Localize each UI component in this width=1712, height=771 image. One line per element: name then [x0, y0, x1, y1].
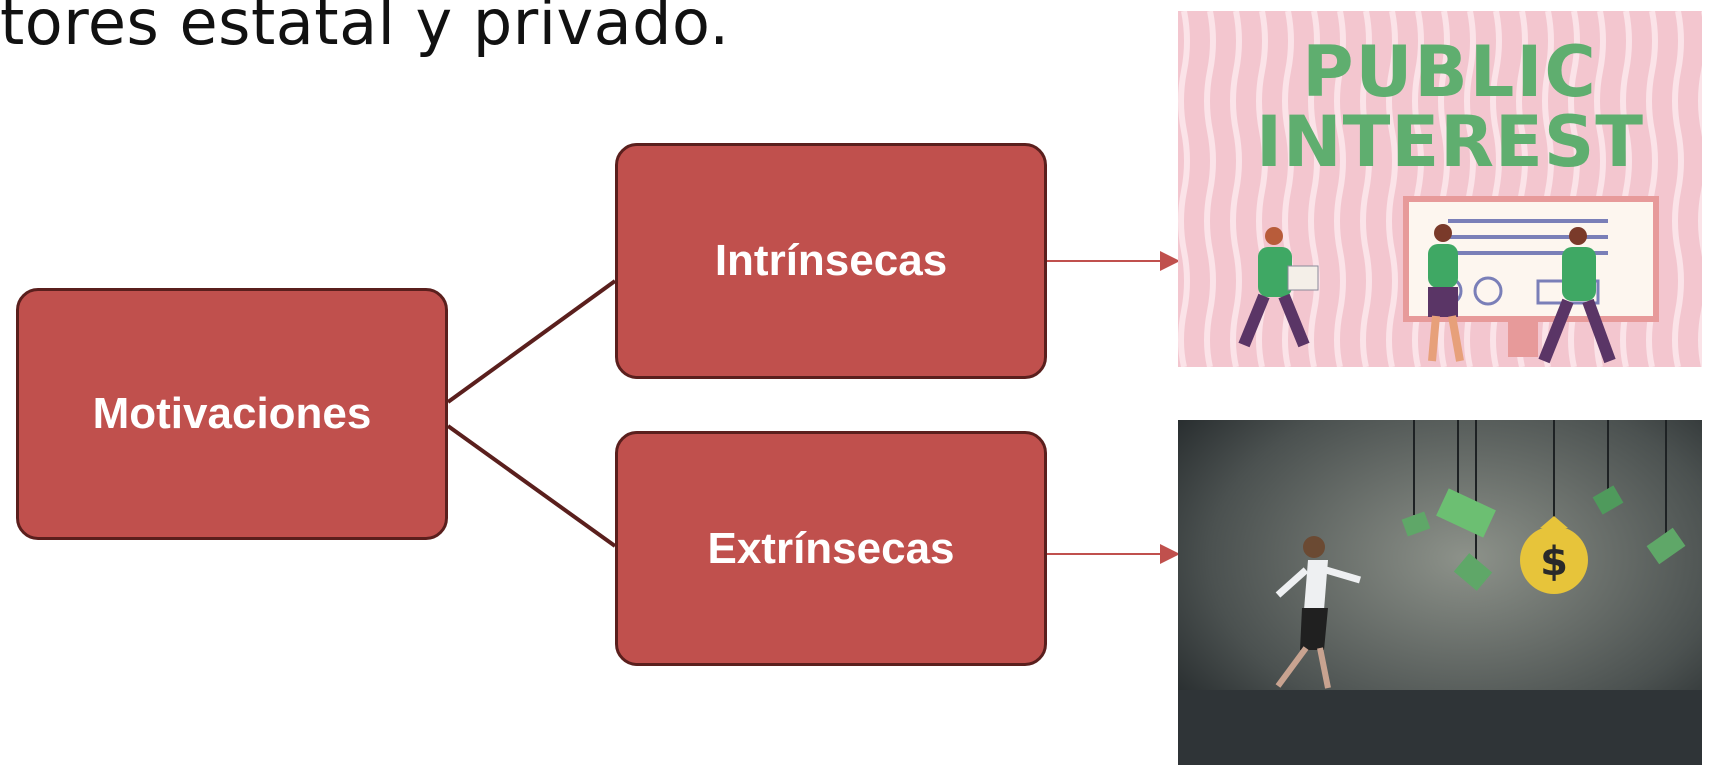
node-intrinsecas: Intrínsecas: [615, 143, 1047, 379]
public-interest-image: PUBLIC INTEREST: [1178, 11, 1702, 367]
node-intrinsecas-label: Intrínsecas: [714, 236, 948, 285]
node-motivaciones-label: Motivaciones: [92, 389, 372, 438]
slide-title: tores estatal y privado.: [0, 0, 730, 59]
connector-intrinsecas: [446, 279, 617, 404]
money-chase-image: $: [1178, 420, 1702, 765]
dollar-sign: $: [1540, 539, 1568, 585]
node-motivaciones: Motivaciones: [16, 288, 448, 540]
connector-extrinsecas: [446, 424, 617, 548]
node-extrinsecas: Extrínsecas: [615, 431, 1047, 666]
node-extrinsecas-label: Extrínsecas: [707, 523, 955, 573]
interest-text: INTEREST: [1256, 101, 1644, 183]
public-text: PUBLIC: [1302, 31, 1598, 113]
